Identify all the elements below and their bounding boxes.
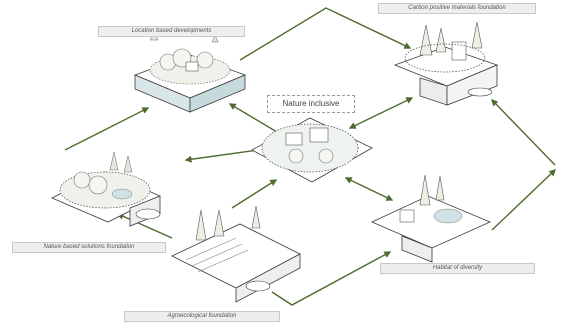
label-location-based: Location based developments: [98, 26, 245, 37]
habitat-island: [371, 174, 492, 263]
arrow-agro-to-habitat: [271, 251, 392, 306]
arrow-center-naturebased: [184, 149, 259, 163]
connector-arrows: [64, 7, 557, 306]
nature-based-island: [51, 151, 161, 227]
agroecological-island: [171, 205, 301, 303]
label-nature-inclusive: Nature inclusive: [267, 95, 355, 113]
label-carbon-positive: Carbon positive materials foundation: [378, 3, 536, 14]
location-based-island: [133, 31, 247, 113]
arrow-agro-to-center: [231, 179, 278, 209]
arrow-habitat-to-carbon: [491, 98, 556, 166]
carbon-positive-island: [393, 21, 499, 106]
label-habitat: Habitat of diversity: [380, 263, 535, 274]
label-nature-based: Nature based solutions foundation: [12, 242, 166, 253]
label-agroecological: Agroecological foundation: [124, 311, 280, 322]
arrow-center-carbon: [348, 97, 414, 129]
arrow-center-habitat: [344, 177, 394, 201]
arrow-right-edge-to-habitat: [491, 169, 557, 231]
arrow-naturebased-to-location: [64, 107, 150, 151]
arrow-center-location: [228, 103, 284, 136]
nature-inclusive-island: [251, 117, 373, 183]
arrow-location-to-carbon: [239, 7, 412, 61]
arrow-agro-to-naturebased: [116, 213, 173, 239]
